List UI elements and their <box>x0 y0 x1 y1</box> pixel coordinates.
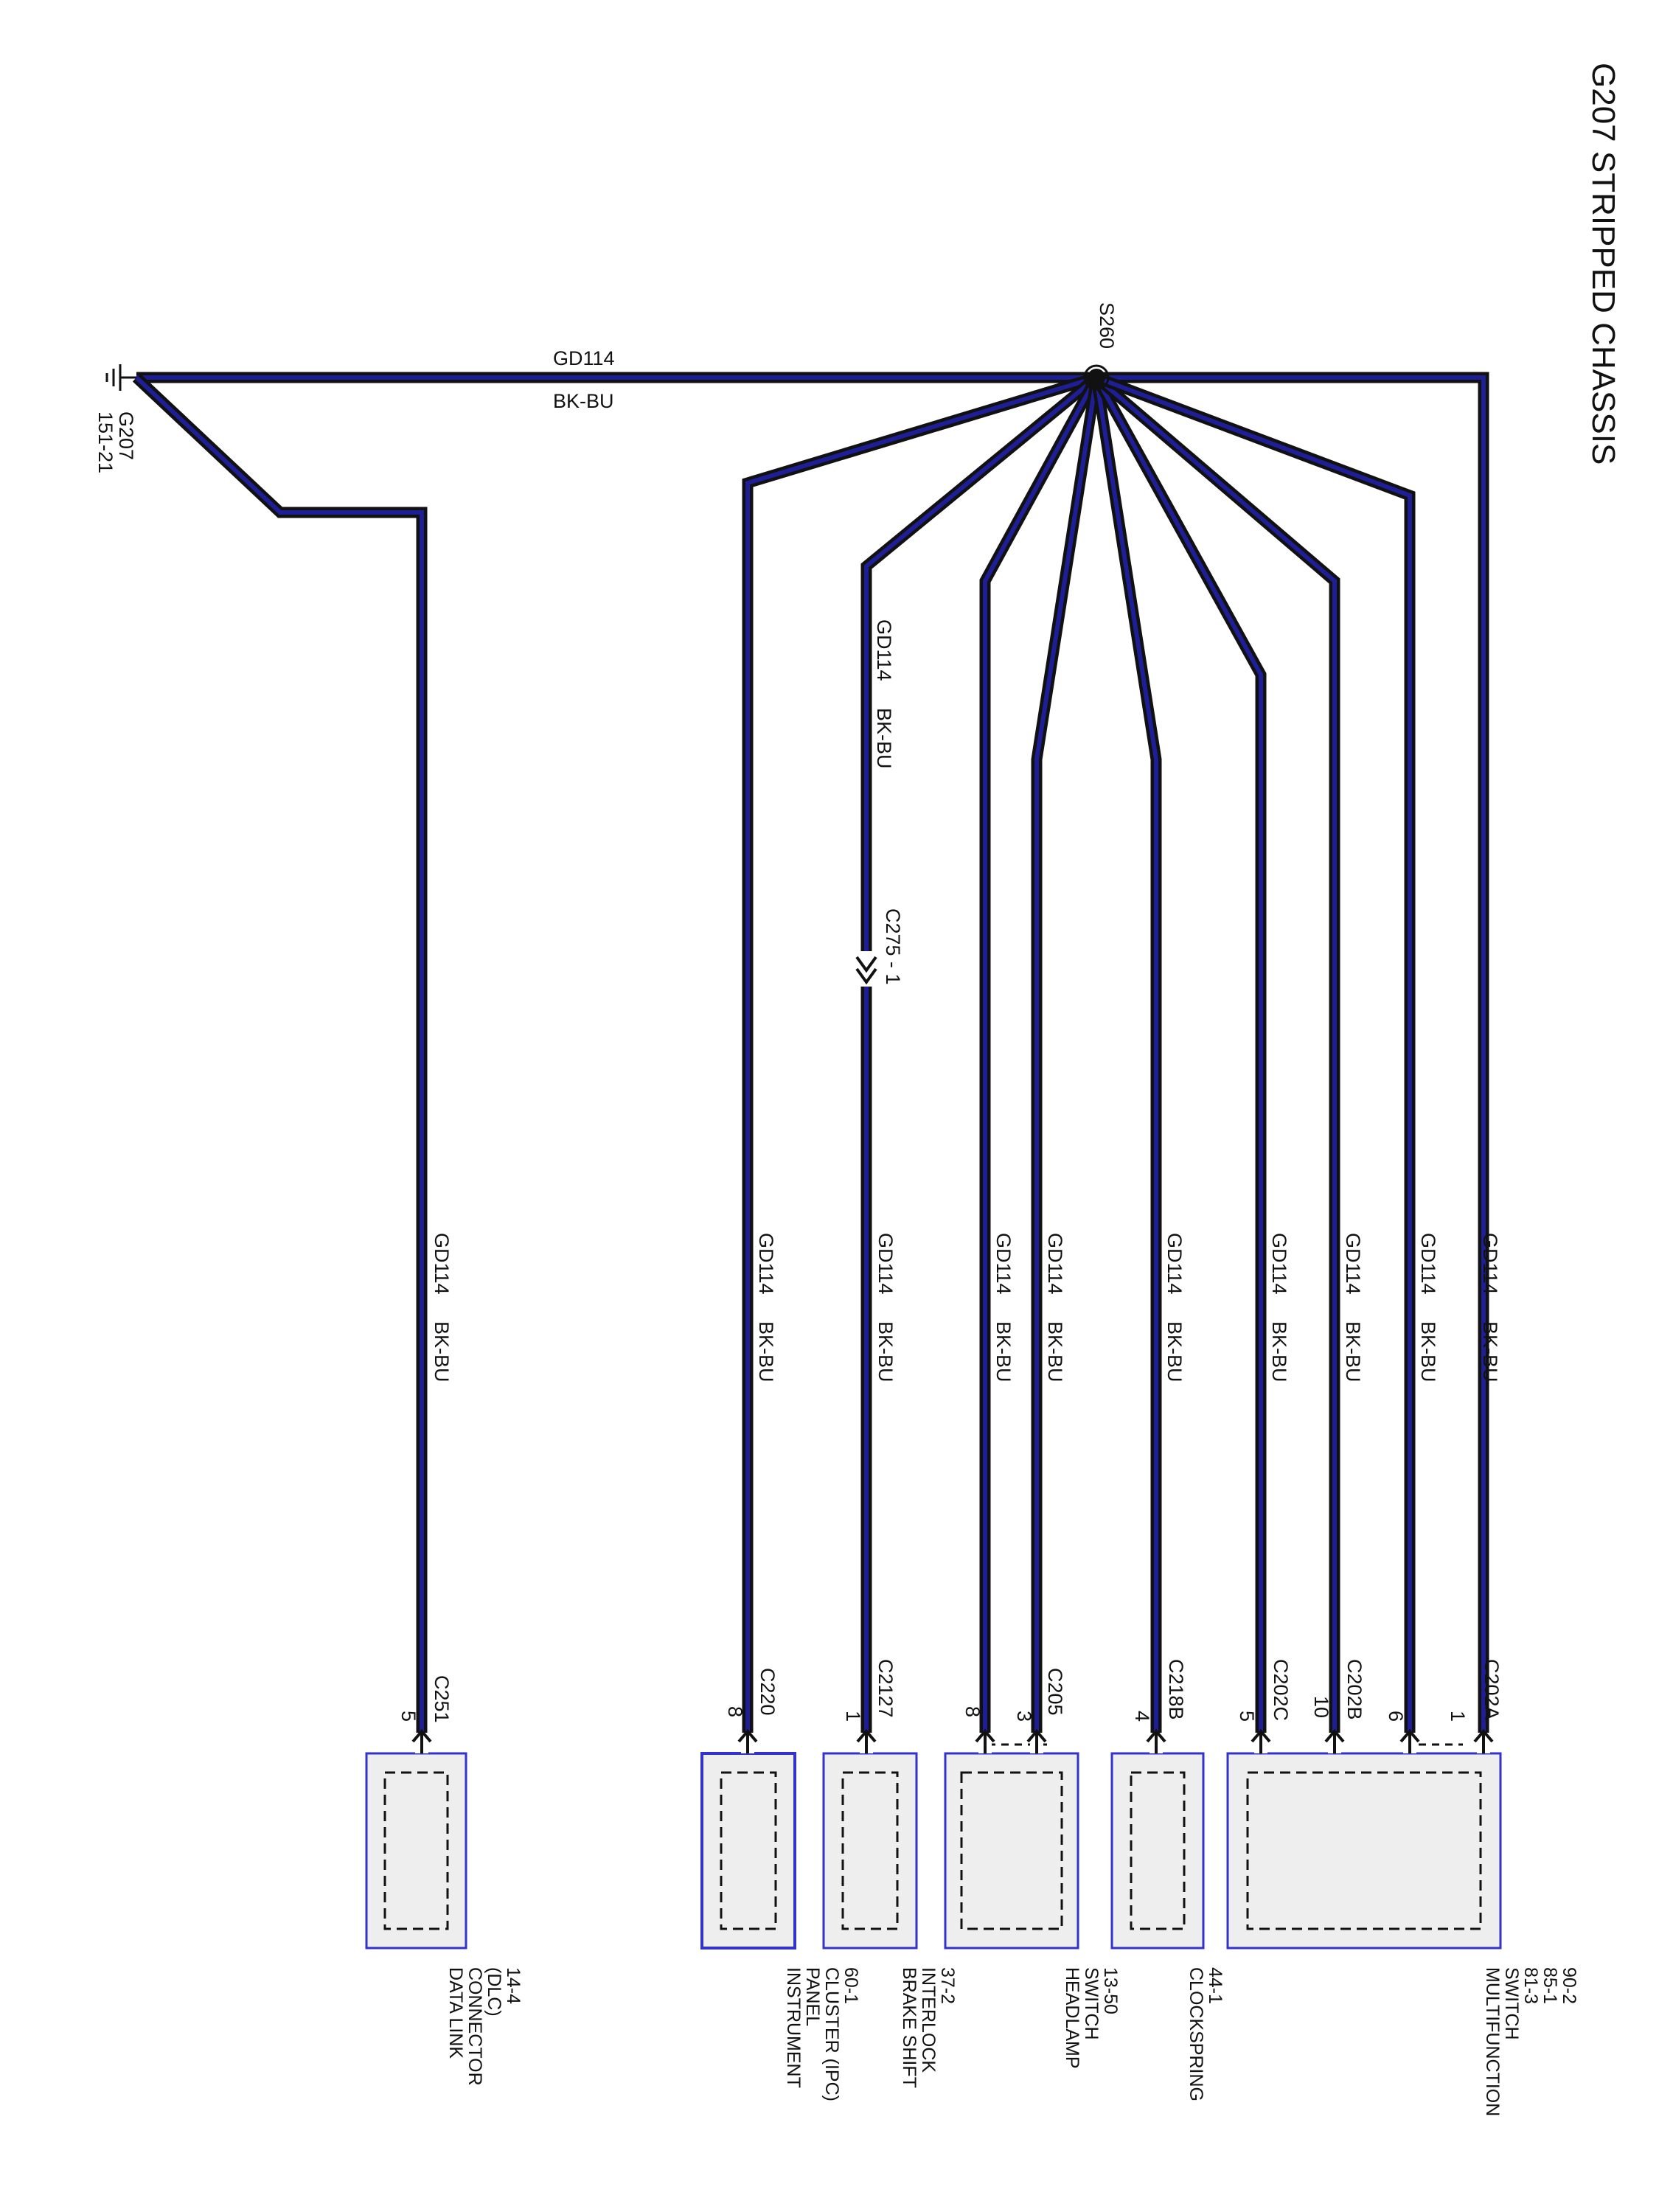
wire-label-color: BK-BU <box>755 1321 777 1382</box>
splice-point-icon <box>1088 369 1105 386</box>
wire-mfs-5 <box>1091 375 1267 1733</box>
pin-number: 5 <box>397 1711 420 1722</box>
wire-label-circuit: GD114 <box>755 1233 777 1295</box>
component-boxes <box>365 1743 1502 1950</box>
component-brake-shift-interlock <box>822 1752 918 1950</box>
wire-label-color: BK-BU <box>431 1321 453 1382</box>
connector-fork-icons <box>411 1728 1494 1753</box>
connector-fork-icon <box>1324 1728 1345 1753</box>
component-dlc <box>365 1752 467 1950</box>
connector-fork-icon <box>1473 1728 1494 1753</box>
component-clockspring <box>1110 1752 1205 1950</box>
wire-harness <box>132 372 1489 1733</box>
component-label-headlamp-switch: HEADLAMP SWITCH 13-50 <box>1062 1967 1121 2073</box>
wire-headlamp-8 <box>979 375 1102 1733</box>
connector-fork-icon <box>1026 1728 1047 1753</box>
wire-label-color: BK-BU <box>1417 1321 1439 1382</box>
inline-connector-label: C275 - 1 <box>882 908 904 985</box>
connector-id-c220: C220 <box>757 1668 779 1716</box>
pin-number: 5 <box>1236 1711 1258 1722</box>
ground-id: G207 <box>115 411 137 460</box>
pin-number: 1 <box>1447 1711 1469 1722</box>
wire-mfs-6 <box>1094 372 1416 1733</box>
main-wire-circuit: GD114 <box>553 347 615 369</box>
component-headlamp-switch <box>944 1743 1079 1950</box>
wire-label-circuit: GD114 <box>1479 1233 1501 1295</box>
wire-headlamp-3 <box>1031 376 1102 1733</box>
component-ipc <box>700 1752 796 1950</box>
wire-label-circuit: GD114 <box>1044 1233 1066 1295</box>
wire-label-color: BK-BU <box>874 1321 897 1382</box>
connector-id-c202b: C202B <box>1343 1659 1366 1720</box>
connector-fork-icon <box>975 1728 995 1753</box>
component-label-dlc: DATA LINK CONNECTOR (DLC) 14-4 <box>445 1967 524 2091</box>
connector-id-c2127: C2127 <box>874 1659 897 1718</box>
wire-label-color: BK-BU <box>992 1321 1015 1382</box>
ground-ref: 151-21 <box>94 411 116 473</box>
wire-label-upper-color: BK-BU <box>873 708 895 769</box>
connector-fork-icon <box>856 1728 877 1753</box>
component-label-clockspring: CLOCKSPRING 44-1 <box>1186 1967 1225 2107</box>
wire-label-color: BK-BU <box>1268 1321 1290 1382</box>
wire-label-color: BK-BU <box>1479 1321 1501 1382</box>
connector-labels-group: C251 5 C220 8 C2127 1 C205 8 3 C218B 4 C… <box>397 1659 1503 1723</box>
pin-number: 6 <box>1385 1711 1407 1722</box>
wire-dlc <box>132 373 428 1733</box>
connector-fork-icon <box>1251 1728 1271 1753</box>
wire-labels-group: GD114 BK-BU GD114 BK-BU GD114 BK-BU GD11… <box>431 1233 1501 1382</box>
wire-label-upper-circuit: GD114 <box>873 619 895 681</box>
connector-id-c202a: C202A <box>1481 1659 1503 1720</box>
wire-label-color: BK-BU <box>1342 1321 1364 1382</box>
inline-connector-c275 <box>855 951 877 987</box>
main-wire-color: BK-BU <box>553 390 614 412</box>
pin-number: 8 <box>724 1706 746 1717</box>
ground-symbol-icon <box>105 364 136 391</box>
wire-label-circuit: GD114 <box>874 1233 897 1295</box>
component-labels: DATA LINK CONNECTOR (DLC) 14-4 INSTRUMEN… <box>445 1967 1579 2121</box>
wire-clockspring <box>1091 376 1162 1733</box>
splice-id: S260 <box>1096 302 1118 349</box>
connector-fork-icon <box>737 1728 758 1753</box>
pin-number: 1 <box>842 1711 864 1722</box>
diagram-title: G207 STRIPPED CHASSIS <box>1585 63 1621 465</box>
connector-id-c205: C205 <box>1044 1668 1066 1716</box>
connector-id-c218b: C218B <box>1165 1659 1187 1720</box>
pin-number: 8 <box>961 1706 984 1717</box>
connector-id-c202c: C202C <box>1270 1659 1292 1721</box>
connector-id-c251: C251 <box>431 1675 453 1723</box>
pin-number: 10 <box>1310 1696 1332 1718</box>
connector-fork-icon <box>1399 1728 1420 1753</box>
component-label-brake-shift-interlock: BRAKE SHIFT INTERLOCK 37-2 <box>899 1967 958 2093</box>
wire-label-color: BK-BU <box>1164 1321 1186 1382</box>
wire-mfs-10 <box>1093 373 1340 1733</box>
component-label-ipc: INSTRUMENT PANEL CLUSTER (IPC) 60-1 <box>783 1967 861 2107</box>
connector-fork-icon <box>1146 1728 1166 1753</box>
wire-label-circuit: GD114 <box>1342 1233 1364 1295</box>
wire-label-circuit: GD114 <box>431 1233 453 1295</box>
pin-number: 4 <box>1131 1711 1153 1722</box>
wire-label-circuit: GD114 <box>1268 1233 1290 1295</box>
wire-brake-shift <box>860 373 1100 951</box>
wire-label-circuit: GD114 <box>992 1233 1015 1295</box>
connector-fork-icon <box>411 1728 432 1753</box>
wire-ipc <box>742 372 1099 1733</box>
wire-main-ground <box>136 372 1489 1733</box>
wire-label-color: BK-BU <box>1044 1321 1066 1382</box>
wire-label-circuit: GD114 <box>1164 1233 1186 1295</box>
component-label-multifunction-switch: MULTIFUNCTION SWITCH 81-3 85-1 90-2 <box>1482 1967 1579 2121</box>
component-multifunction-switch <box>1226 1743 1502 1950</box>
wire-label-circuit: GD114 <box>1417 1233 1439 1295</box>
pin-number: 3 <box>1013 1711 1035 1722</box>
